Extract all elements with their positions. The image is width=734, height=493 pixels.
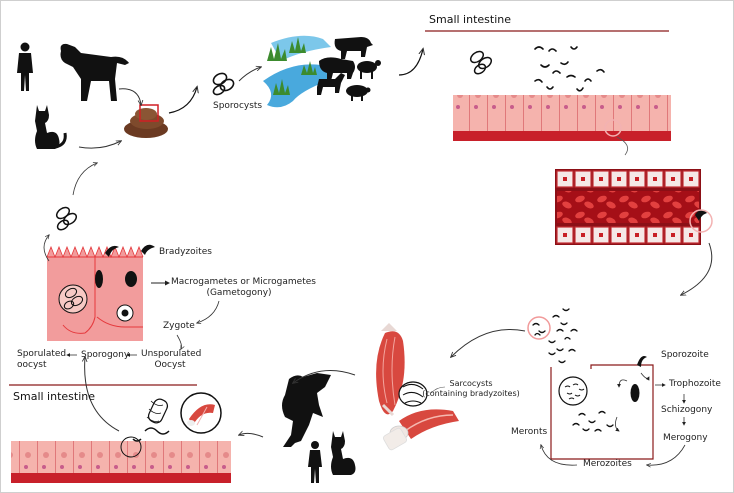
arrow-zygote-to-oocyst [176,334,182,349]
enterocyte-block [46,244,155,341]
unsporulated-label-line2: Oocyst [154,360,186,370]
pig-silhouette-icon [346,85,371,101]
sporocyst-cluster-icon [469,50,493,75]
zoom-circle-top [604,119,622,137]
small-intestine-bottom-label: Small intestine [13,390,95,403]
feces-icon [124,104,168,138]
intestine-basal-layer-top [453,131,671,141]
horse-silhouette-icon [317,73,345,95]
dog-silhouette-icon [282,373,331,447]
cat-silhouette-icon [331,431,356,475]
blood-vessel-section [555,169,713,245]
arrow-sporocysts-to-pasture [238,67,261,82]
muscle-icon [376,323,405,417]
sporocysts-icon [212,72,235,96]
bradyzoite-release-icon [120,398,170,458]
unsporulated-label-line1: Unsporulated [141,349,202,359]
intestine-epithelium-top [453,95,671,137]
gametes-label-line1: Macrogametes or Microgametes [171,277,316,287]
zoom-muscle-icon [180,392,222,434]
merozoites-free [572,410,614,432]
meronts-label: Meronts [511,427,548,437]
small-intestine-top-label: Small intestine [429,13,511,26]
human-silhouette-icon [17,42,33,91]
bison-silhouette-icon [319,57,355,81]
gametes-label: Macrogametes or Microgametes (Gametogony… [171,277,316,299]
meront-icon [558,376,588,406]
sporulated-oocyst-icon [55,206,78,231]
schizogony-label: Schizogony [661,405,713,415]
merogony-label: Merogony [663,433,708,443]
sporulated-oocyst-label: Sporulated oocyst [17,349,66,371]
sporozoite-label: Sporozoite [661,350,709,360]
gametes-label-line2: (Gametogony) [206,288,272,298]
zoom-connector-top [616,136,629,156]
arrow-livestock-to-intestine [398,49,423,76]
cat-silhouette-icon [35,105,67,149]
arrow-vessel-to-merozoites [681,242,713,295]
human-silhouette-icon [308,441,322,483]
cow-silhouette-icon [334,37,373,59]
arrow-to-muscle [451,328,526,357]
arrow-intestine-to-sporogony [85,357,120,432]
merozoite-cluster-icon [527,308,578,364]
trophozoite-icon [630,384,640,402]
arrow-merozoites-to-meronts [541,445,578,466]
schizogony-box [550,364,654,460]
arrow-enterocyte-to-oocyst [43,235,49,262]
sarcocysts-label: Sarcocysts (containing bradyzoites) [419,379,523,399]
arrow-merogony-to-merozoites [647,444,686,465]
pasture-water-icon [263,35,333,108]
sarcocysts-label-line2: (containing bradyzoites) [422,389,520,398]
trophozoite-label: Trophozoite [669,379,721,389]
arrow-cat-to-feces [78,141,121,149]
sarcocyst-cross-section [398,381,428,407]
arrow-oocyst-to-hosts [72,163,97,196]
arrow-dog-to-feces [118,88,141,105]
dog-silhouette-icon [60,43,129,101]
merozoites-label: Merozoites [583,459,632,469]
sporogony-label: Sporogony [81,350,130,360]
arrow-muscle-to-hosts [293,370,356,384]
intestine-basal-layer-bottom [11,473,231,483]
muscle-fibre-icon [383,409,459,451]
bradyzoites-label: Bradyzoites [159,247,212,257]
arrow-hosts-to-intestine [239,433,264,438]
sporocysts-label: Sporocysts [213,101,263,111]
arrow-gametes-to-zygote [197,300,220,323]
sporozoite-icon [637,356,647,367]
sheep-silhouette-icon [357,60,381,79]
sporulated-label-line1: Sporulated [17,349,67,359]
sporulated-label-line2: oocyst [17,360,47,370]
arrow-feces-to-sporocysts [168,87,197,114]
zygote-label: Zygote [163,321,195,331]
sarcocysts-label-line1: Sarcocysts [449,379,493,388]
unsporulated-oocyst-label: Unsporulated Oocyst [141,349,202,371]
